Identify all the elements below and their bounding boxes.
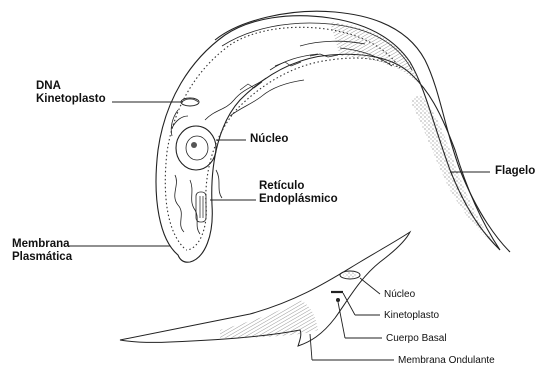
label-membrana-plasmatica: Membrana Plasmática — [12, 238, 72, 264]
leader-lines-lower — [310, 278, 394, 360]
label-flagelo: Flagelo — [495, 165, 535, 178]
lower-organism — [120, 232, 410, 346]
label-kinetoplasto: Kinetoplasto — [384, 309, 439, 322]
label-reticulo-endoplasmico: Retículo Endoplásmico — [259, 180, 338, 206]
flagellum-stipple — [410, 95, 496, 246]
upper-organism — [156, 11, 510, 262]
label-dna-kinetoplasto: DNA Kinetoplasto — [36, 80, 106, 106]
label-membrana-ondulante: Membrana Ondulante — [398, 354, 495, 367]
cell-body-outline — [156, 16, 500, 262]
nucleus-top — [176, 126, 216, 170]
basal-body — [336, 298, 340, 302]
label-nucleo-bottom: Núcleo — [384, 288, 415, 301]
label-nucleo-top: Núcleo — [250, 133, 288, 146]
lower-membrane-hatch — [220, 300, 318, 338]
label-cuerpo-basal: Cuerpo Basal — [386, 332, 447, 345]
